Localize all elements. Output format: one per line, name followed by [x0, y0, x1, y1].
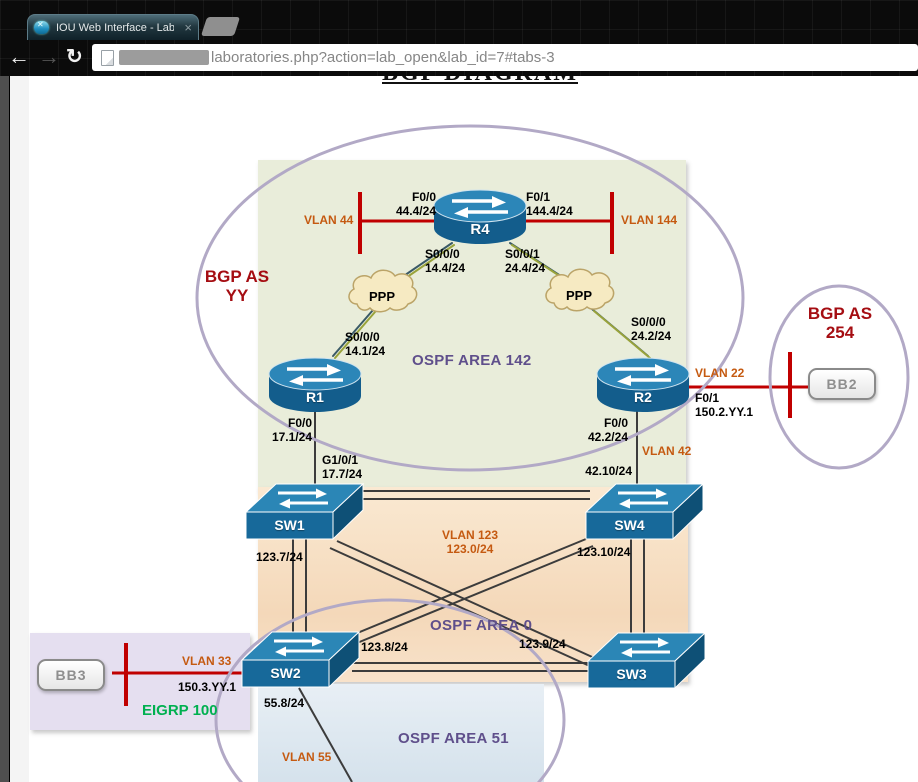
page-doc-icon	[101, 49, 114, 66]
label-r4-s000: S0/0/0 14.4/24	[425, 247, 466, 276]
label-ospf-area-0: OSPF AREA 0	[430, 617, 533, 634]
label-sw2-55: 55.8/24	[264, 696, 305, 710]
label-ospf-area-51: OSPF AREA 51	[398, 730, 509, 747]
tab-close-icon[interactable]: ×	[184, 20, 192, 35]
left-dark-strip	[0, 76, 10, 782]
label-sw2: SW2	[270, 665, 301, 681]
label-r4-f00: F0/0 44.4/24	[395, 190, 436, 219]
label-ppp-right: PPP	[566, 288, 593, 303]
bb3-node: BB3	[37, 659, 105, 691]
label-r1: R1	[306, 389, 324, 405]
router-favicon-icon	[34, 20, 49, 34]
label-r4-s001: S0/0/1 24.4/24	[505, 247, 546, 276]
label-vlan22: VLAN 22	[695, 366, 745, 380]
forward-button[interactable]: →	[38, 44, 60, 69]
label-r2-f01: F0/1 150.2.YY.1	[695, 391, 754, 420]
label-vlan123: VLAN 123 123.0/24	[441, 528, 499, 557]
label-vlan44: VLAN 44	[304, 213, 354, 227]
label-sw4-123: 123.10/24	[577, 545, 631, 559]
label-eigrp-100: EIGRP 100	[142, 702, 218, 719]
page-title: BGP DIAGRAM	[320, 76, 640, 89]
tab-title: IOU Web Interface - Labor	[56, 21, 174, 34]
back-button[interactable]: ←	[8, 44, 30, 69]
url-bar[interactable]: laboratories.php?action=lab_open&lab_id=…	[92, 44, 918, 71]
label-ospf-area-142: OSPF AREA 142	[412, 352, 532, 369]
bgp-boundary-ellipses	[195, 124, 910, 782]
label-r2: R2	[634, 389, 652, 405]
label-r2-f00: F0/0 42.2/24	[587, 416, 628, 445]
label-r4-f01: F0/1 144.4/24	[526, 190, 573, 219]
label-bgp-as-yy: BGP AS YY	[204, 267, 270, 305]
label-sw3: SW3	[616, 666, 647, 682]
label-vlan144: VLAN 144	[621, 213, 678, 227]
browser-tab[interactable]: IOU Web Interface - Labor ×	[27, 14, 199, 40]
label-r2-s000: S0/0/0 24.2/24	[631, 315, 672, 344]
page-gutter	[10, 76, 29, 782]
label-r4: R4	[470, 221, 490, 238]
bb2-node: BB2	[808, 368, 876, 400]
label-sw4: SW4	[614, 517, 645, 533]
label-vlan55: VLAN 55	[282, 750, 332, 764]
red-segments	[112, 192, 808, 706]
label-bgp-as-254: BGP AS 254	[807, 304, 873, 342]
label-r2-42-10: 42.10/24	[585, 464, 632, 478]
reload-button[interactable]: ↻	[66, 46, 83, 68]
label-r1-f00: F0/0 17.1/24	[271, 416, 312, 445]
redacted-host-blob	[119, 50, 209, 65]
label-r1-g101: G1/0/1 17.7/24	[322, 453, 363, 482]
label-bb3-ip: 150.3.YY.1	[178, 680, 237, 694]
label-sw2-123: 123.8/24	[361, 640, 408, 654]
url-text: laboratories.php?action=lab_open&lab_id=…	[211, 49, 555, 66]
label-ppp-left: PPP	[369, 289, 396, 304]
label-r1-s000: S0/0/0 14.1/24	[345, 330, 386, 359]
label-sw1: SW1	[274, 517, 305, 533]
label-vlan42: VLAN 42	[642, 444, 692, 458]
label-sw1-123: 123.7/24	[256, 550, 303, 564]
label-vlan33: VLAN 33	[182, 654, 232, 668]
label-sw3-123: 123.9/24	[519, 637, 566, 651]
